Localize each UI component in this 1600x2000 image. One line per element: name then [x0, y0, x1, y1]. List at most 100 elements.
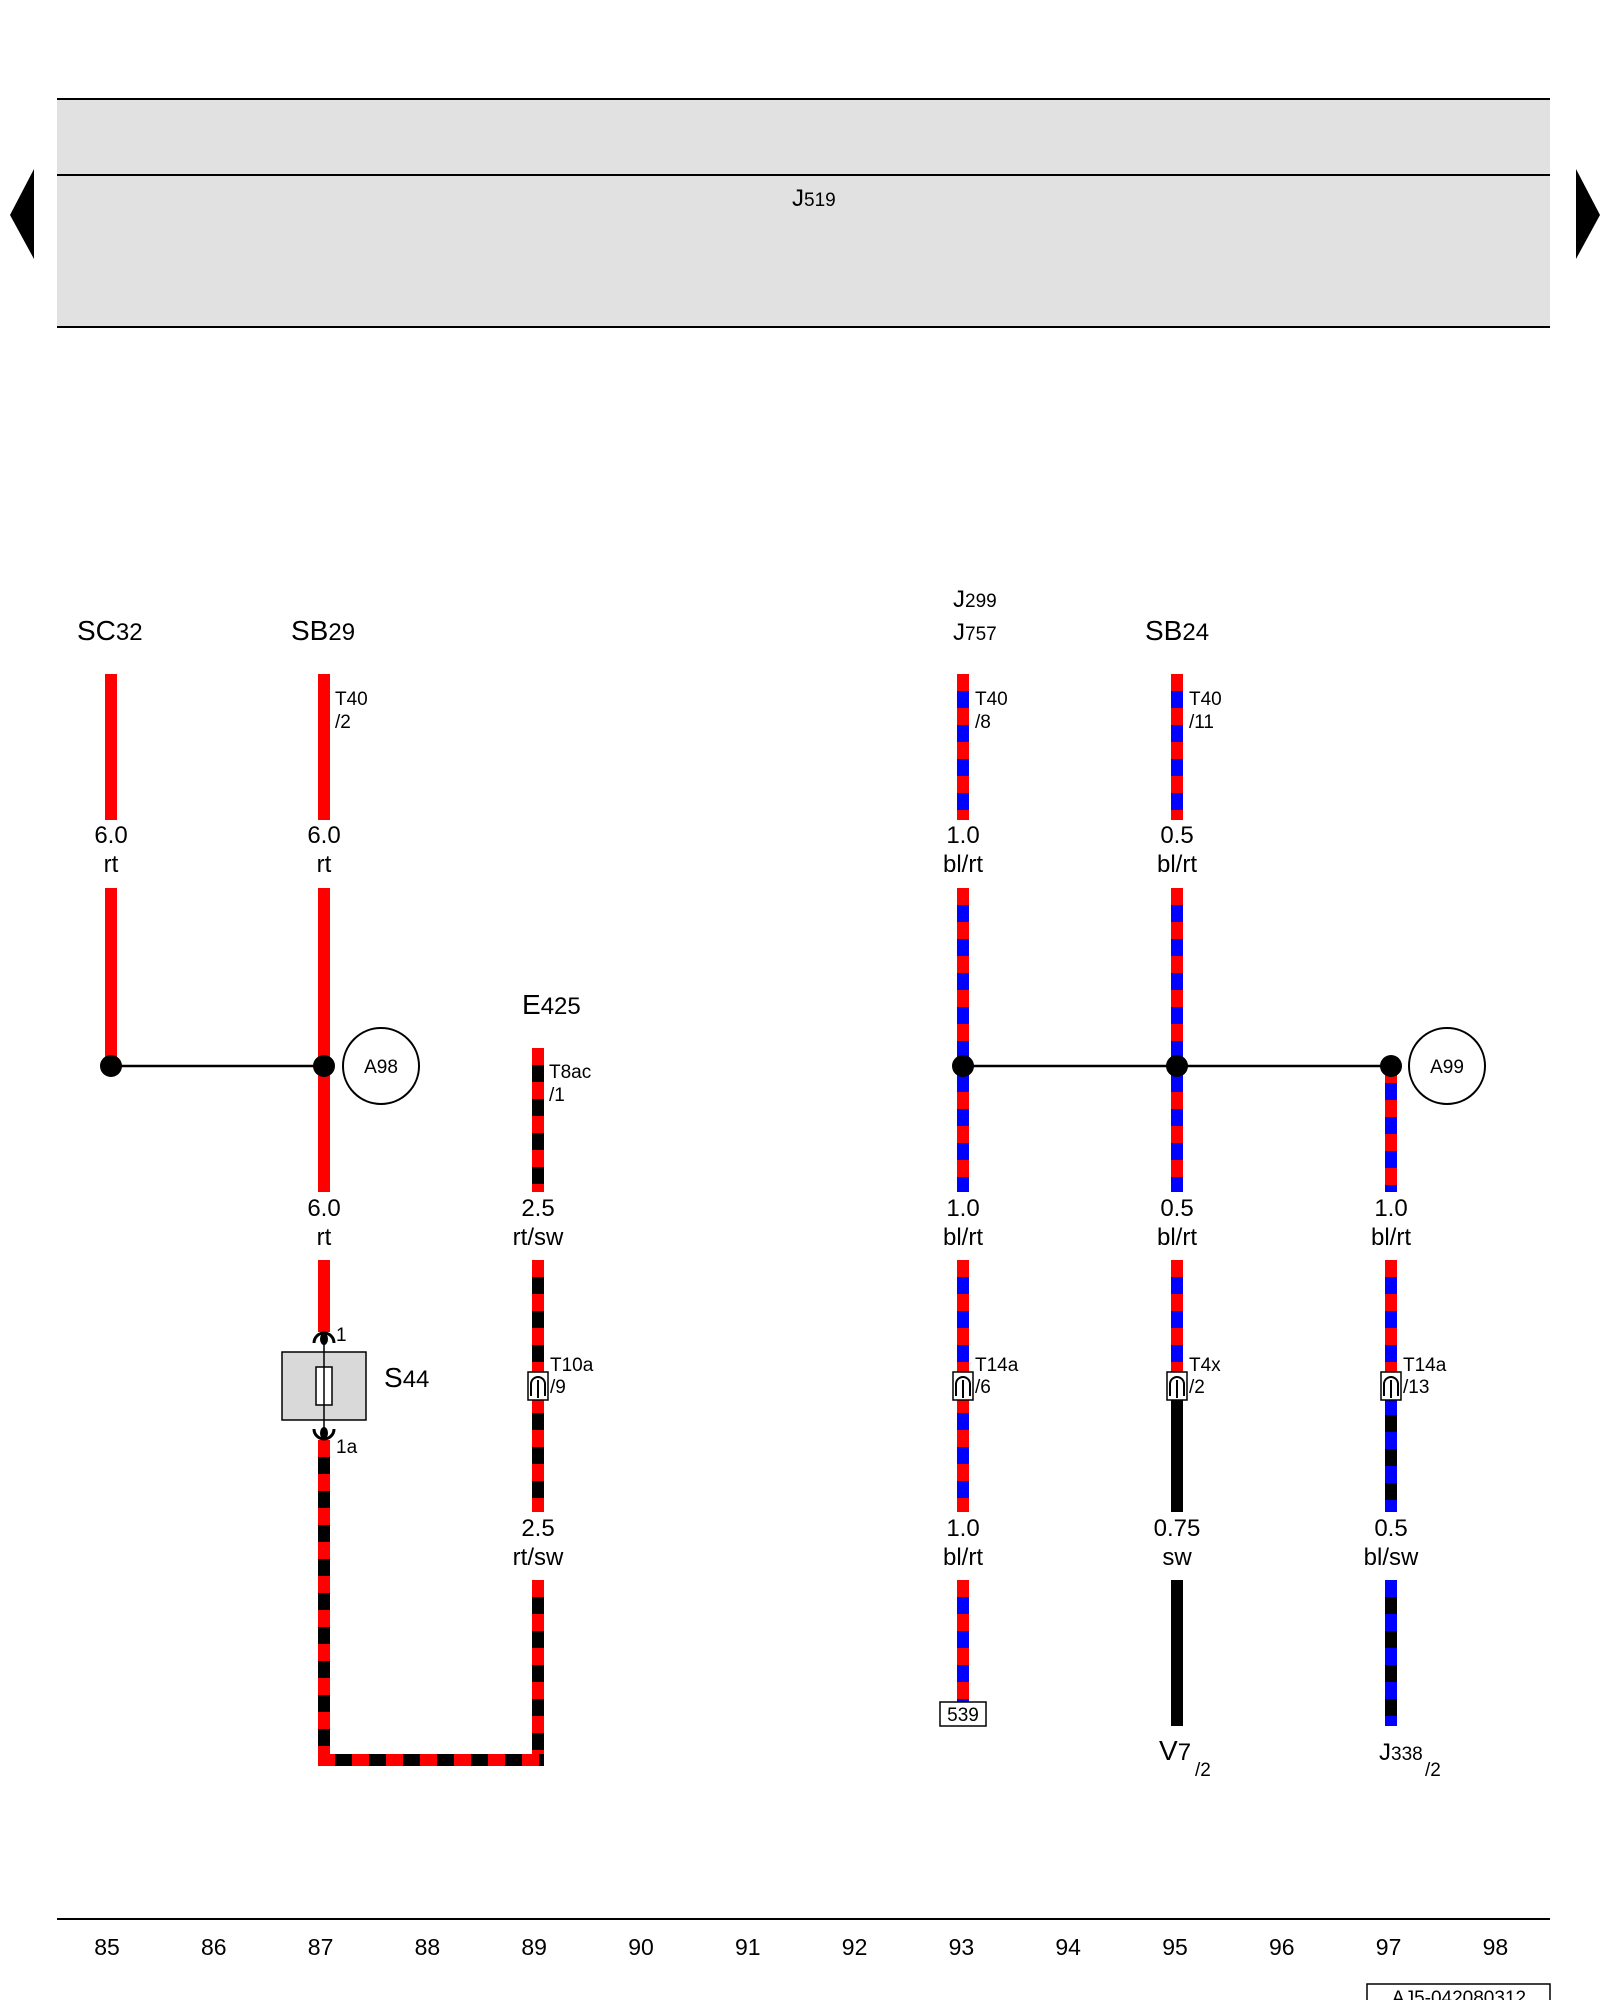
junction-a98[interactable]: A98	[342, 1027, 420, 1105]
connector-t40-8-name: T40	[975, 689, 1008, 710]
wire-segment	[957, 1075, 969, 1092]
wire-segment	[1385, 1665, 1397, 1682]
wire-segment	[471, 1754, 488, 1766]
wire-segment	[957, 1328, 969, 1345]
wire-segment	[1385, 1580, 1397, 1597]
connector-t10a-9-name: T10a	[550, 1355, 594, 1376]
wire-segment	[532, 1133, 544, 1150]
wire-segment	[1385, 1631, 1397, 1648]
wire-segment	[318, 1559, 330, 1576]
wire-segment	[957, 1109, 969, 1126]
label-sb24: SB24	[1145, 615, 1209, 646]
wire-segment	[1385, 1100, 1397, 1117]
control-unit-box	[57, 99, 1550, 327]
wire-size: 1.0	[946, 822, 979, 849]
wire-size: 2.5	[521, 1195, 554, 1222]
wire-segment	[318, 1593, 330, 1610]
wire-segment	[957, 691, 969, 708]
wire-segment	[957, 742, 969, 759]
wire-segment	[1171, 708, 1183, 725]
connector-t8ac-1-pin: /1	[549, 1085, 565, 1106]
wire-size: 6.0	[307, 1195, 340, 1222]
wire-c87-top	[318, 674, 330, 820]
wire-color: bl/rt	[943, 1544, 983, 1571]
wire-segment	[532, 1481, 544, 1498]
wire-segment	[957, 674, 969, 691]
wire-segment	[1385, 1398, 1397, 1415]
wire-segment	[1385, 1682, 1397, 1699]
wire-segment	[1171, 1294, 1183, 1311]
wire-segment	[957, 1345, 969, 1362]
wire-segment	[532, 1614, 544, 1631]
fuse-pin-bottom: 1a	[336, 1437, 358, 1458]
wire-segment	[532, 1733, 544, 1750]
wire-segment	[957, 956, 969, 973]
wire-segment	[318, 1491, 330, 1508]
junction-a99-label: A99	[1430, 1057, 1464, 1078]
drawing-id-box: AJ5-042080312	[1366, 1983, 1551, 2000]
wire-color: rt	[104, 851, 119, 878]
connector-t40-11-name: T40	[1189, 689, 1222, 710]
column-number: 98	[1483, 1934, 1509, 1960]
wire-segment	[532, 1413, 544, 1430]
wire-size: 1.0	[946, 1515, 979, 1542]
reference-539[interactable]: 539	[939, 1701, 987, 1727]
wire-segment	[957, 1177, 969, 1192]
connector-t40-11-pin: /11	[1189, 712, 1214, 733]
wire-segment	[1385, 1151, 1397, 1168]
wire-segment	[532, 1116, 544, 1133]
column-number: 90	[628, 1934, 654, 1960]
junction-dot	[313, 1055, 335, 1077]
label-v7: V7	[1159, 1735, 1191, 1766]
wire-segment	[532, 1082, 544, 1099]
wire-segment	[1171, 1109, 1183, 1126]
wire-segment	[403, 1754, 420, 1766]
wire-c85-mid	[105, 888, 117, 1066]
wire-segment	[957, 1682, 969, 1699]
triangle-left-icon[interactable]	[10, 169, 34, 259]
wire-segment	[957, 1007, 969, 1024]
wire-segment	[957, 1143, 969, 1160]
column-number: 87	[308, 1934, 334, 1960]
wire-segment	[957, 810, 969, 820]
wire-color: sw	[1162, 1544, 1192, 1571]
label-j338-pin: /2	[1425, 1760, 1441, 1781]
wire-segment	[318, 1754, 335, 1766]
wire-segment	[532, 1580, 544, 1597]
connector-symbol	[952, 1371, 974, 1401]
junction-a99[interactable]: A99	[1408, 1027, 1486, 1105]
column-number: 95	[1162, 1934, 1188, 1960]
wire-labels: 6.0 rt 6.0 rt 1.0 bl/rt 0.5 bl/rt 6.0 rt…	[94, 822, 1419, 1571]
wire-segment	[437, 1754, 454, 1766]
wire-segment	[957, 905, 969, 922]
connector-t40-2-pin: /2	[335, 712, 351, 733]
wire-segment	[1171, 1328, 1183, 1345]
wire-segment	[532, 1498, 544, 1512]
fuse-contact-dot	[320, 1333, 328, 1345]
wire-segment	[532, 1631, 544, 1648]
wire-segment	[1385, 1083, 1397, 1100]
wire-segment	[318, 1508, 330, 1525]
wire-segment	[420, 1754, 437, 1766]
wire-segment	[532, 1065, 544, 1082]
wire-segment	[318, 1644, 330, 1661]
wire-segment	[1171, 956, 1183, 973]
wire-segment	[1171, 939, 1183, 956]
wire-segment	[1171, 793, 1183, 810]
wire-segment	[1171, 691, 1183, 708]
wire-segment	[957, 1277, 969, 1294]
fuse-s44	[281, 1331, 367, 1441]
wire-segment	[957, 1580, 969, 1597]
wire-size: 0.5	[1160, 822, 1193, 849]
triangle-right-icon[interactable]	[1576, 169, 1600, 259]
connector-t14a-13-pin: /13	[1403, 1377, 1429, 1398]
wire-segment	[318, 1474, 330, 1491]
wire-segment	[1385, 1483, 1397, 1500]
wire-segment	[1171, 1126, 1183, 1143]
wire-segment	[1385, 1614, 1397, 1631]
connector-t8ac-1-name: T8ac	[549, 1062, 591, 1083]
wire-segment	[957, 1126, 969, 1143]
wire-segment	[957, 939, 969, 956]
label-s44: S44	[384, 1362, 429, 1393]
